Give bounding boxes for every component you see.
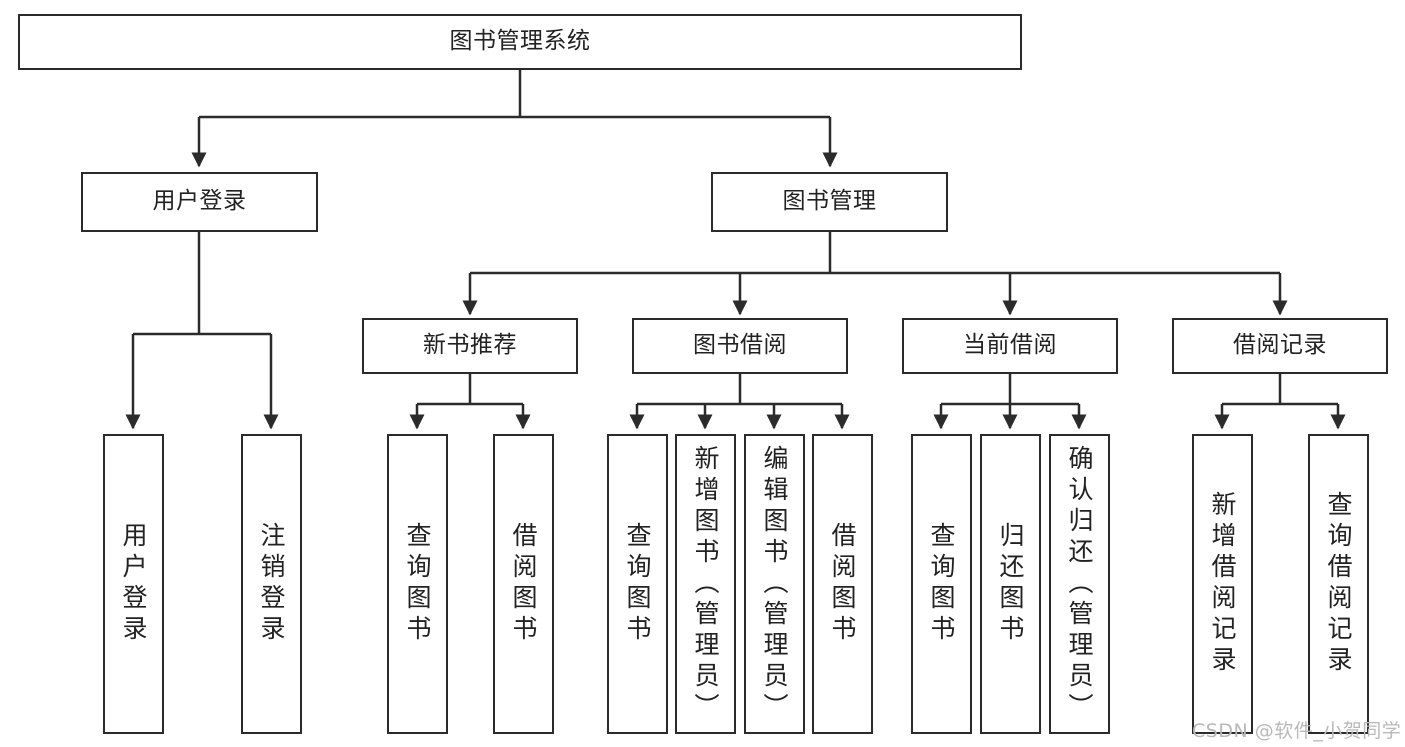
node-leaf-return-book[interactable]: 归还图书 [980,434,1041,734]
node-leaf-add-book-label: 新增图书（管理员） [691,444,720,724]
node-leaf-borrow-book-1-label: 借阅图书 [509,522,538,646]
node-leaf-borrow-book-1[interactable]: 借阅图书 [493,434,554,734]
node-leaf-query-book-3-label: 查询图书 [927,522,956,646]
node-leaf-borrow-book-2[interactable]: 借阅图书 [812,434,873,734]
node-leaf-query-book-3[interactable]: 查询图书 [911,434,972,734]
node-book-management[interactable]: 图书管理 [711,172,948,232]
node-leaf-add-record-label: 新增借阅记录 [1208,491,1237,677]
node-leaf-query-book-2[interactable]: 查询图书 [607,434,668,734]
node-leaf-query-book-1-label: 查询图书 [403,522,432,646]
node-book-borrow[interactable]: 图书借阅 [632,318,848,374]
node-leaf-return-book-label: 归还图书 [996,522,1025,646]
node-leaf-edit-book[interactable]: 编辑图书（管理员） [744,434,805,734]
node-leaf-edit-book-label: 编辑图书（管理员） [760,444,789,724]
node-leaf-query-record[interactable]: 查询借阅记录 [1308,434,1369,734]
node-book-borrow-label: 图书借阅 [693,332,787,359]
node-borrow-record-label: 借阅记录 [1233,332,1327,359]
node-user-login-label: 用户登录 [152,188,247,215]
node-current-borrow-label: 当前借阅 [963,332,1057,359]
node-new-book-recommend[interactable]: 新书推荐 [362,318,578,374]
node-leaf-query-book-2-label: 查询图书 [623,522,652,646]
node-leaf-query-record-label: 查询借阅记录 [1324,491,1353,677]
node-leaf-add-record[interactable]: 新增借阅记录 [1192,434,1253,734]
node-leaf-user-login[interactable]: 用户登录 [103,434,164,734]
node-leaf-confirm-return[interactable]: 确认归还（管理员） [1049,434,1110,734]
node-new-book-recommend-label: 新书推荐 [423,332,517,359]
node-user-login[interactable]: 用户登录 [81,172,318,232]
node-root-label: 图书管理系统 [449,28,591,55]
node-leaf-logout-login[interactable]: 注销登录 [241,434,302,734]
node-leaf-borrow-book-2-label: 借阅图书 [828,522,857,646]
node-root[interactable]: 图书管理系统 [18,14,1022,70]
node-book-management-label: 图书管理 [782,188,877,215]
node-borrow-record[interactable]: 借阅记录 [1172,318,1388,374]
node-leaf-add-book[interactable]: 新增图书（管理员） [675,434,736,734]
node-current-borrow[interactable]: 当前借阅 [902,318,1118,374]
node-leaf-user-login-label: 用户登录 [119,522,148,646]
node-leaf-query-book-1[interactable]: 查询图书 [387,434,448,734]
node-leaf-confirm-return-label: 确认归还（管理员） [1065,444,1094,724]
node-leaf-logout-login-label: 注销登录 [257,522,286,646]
